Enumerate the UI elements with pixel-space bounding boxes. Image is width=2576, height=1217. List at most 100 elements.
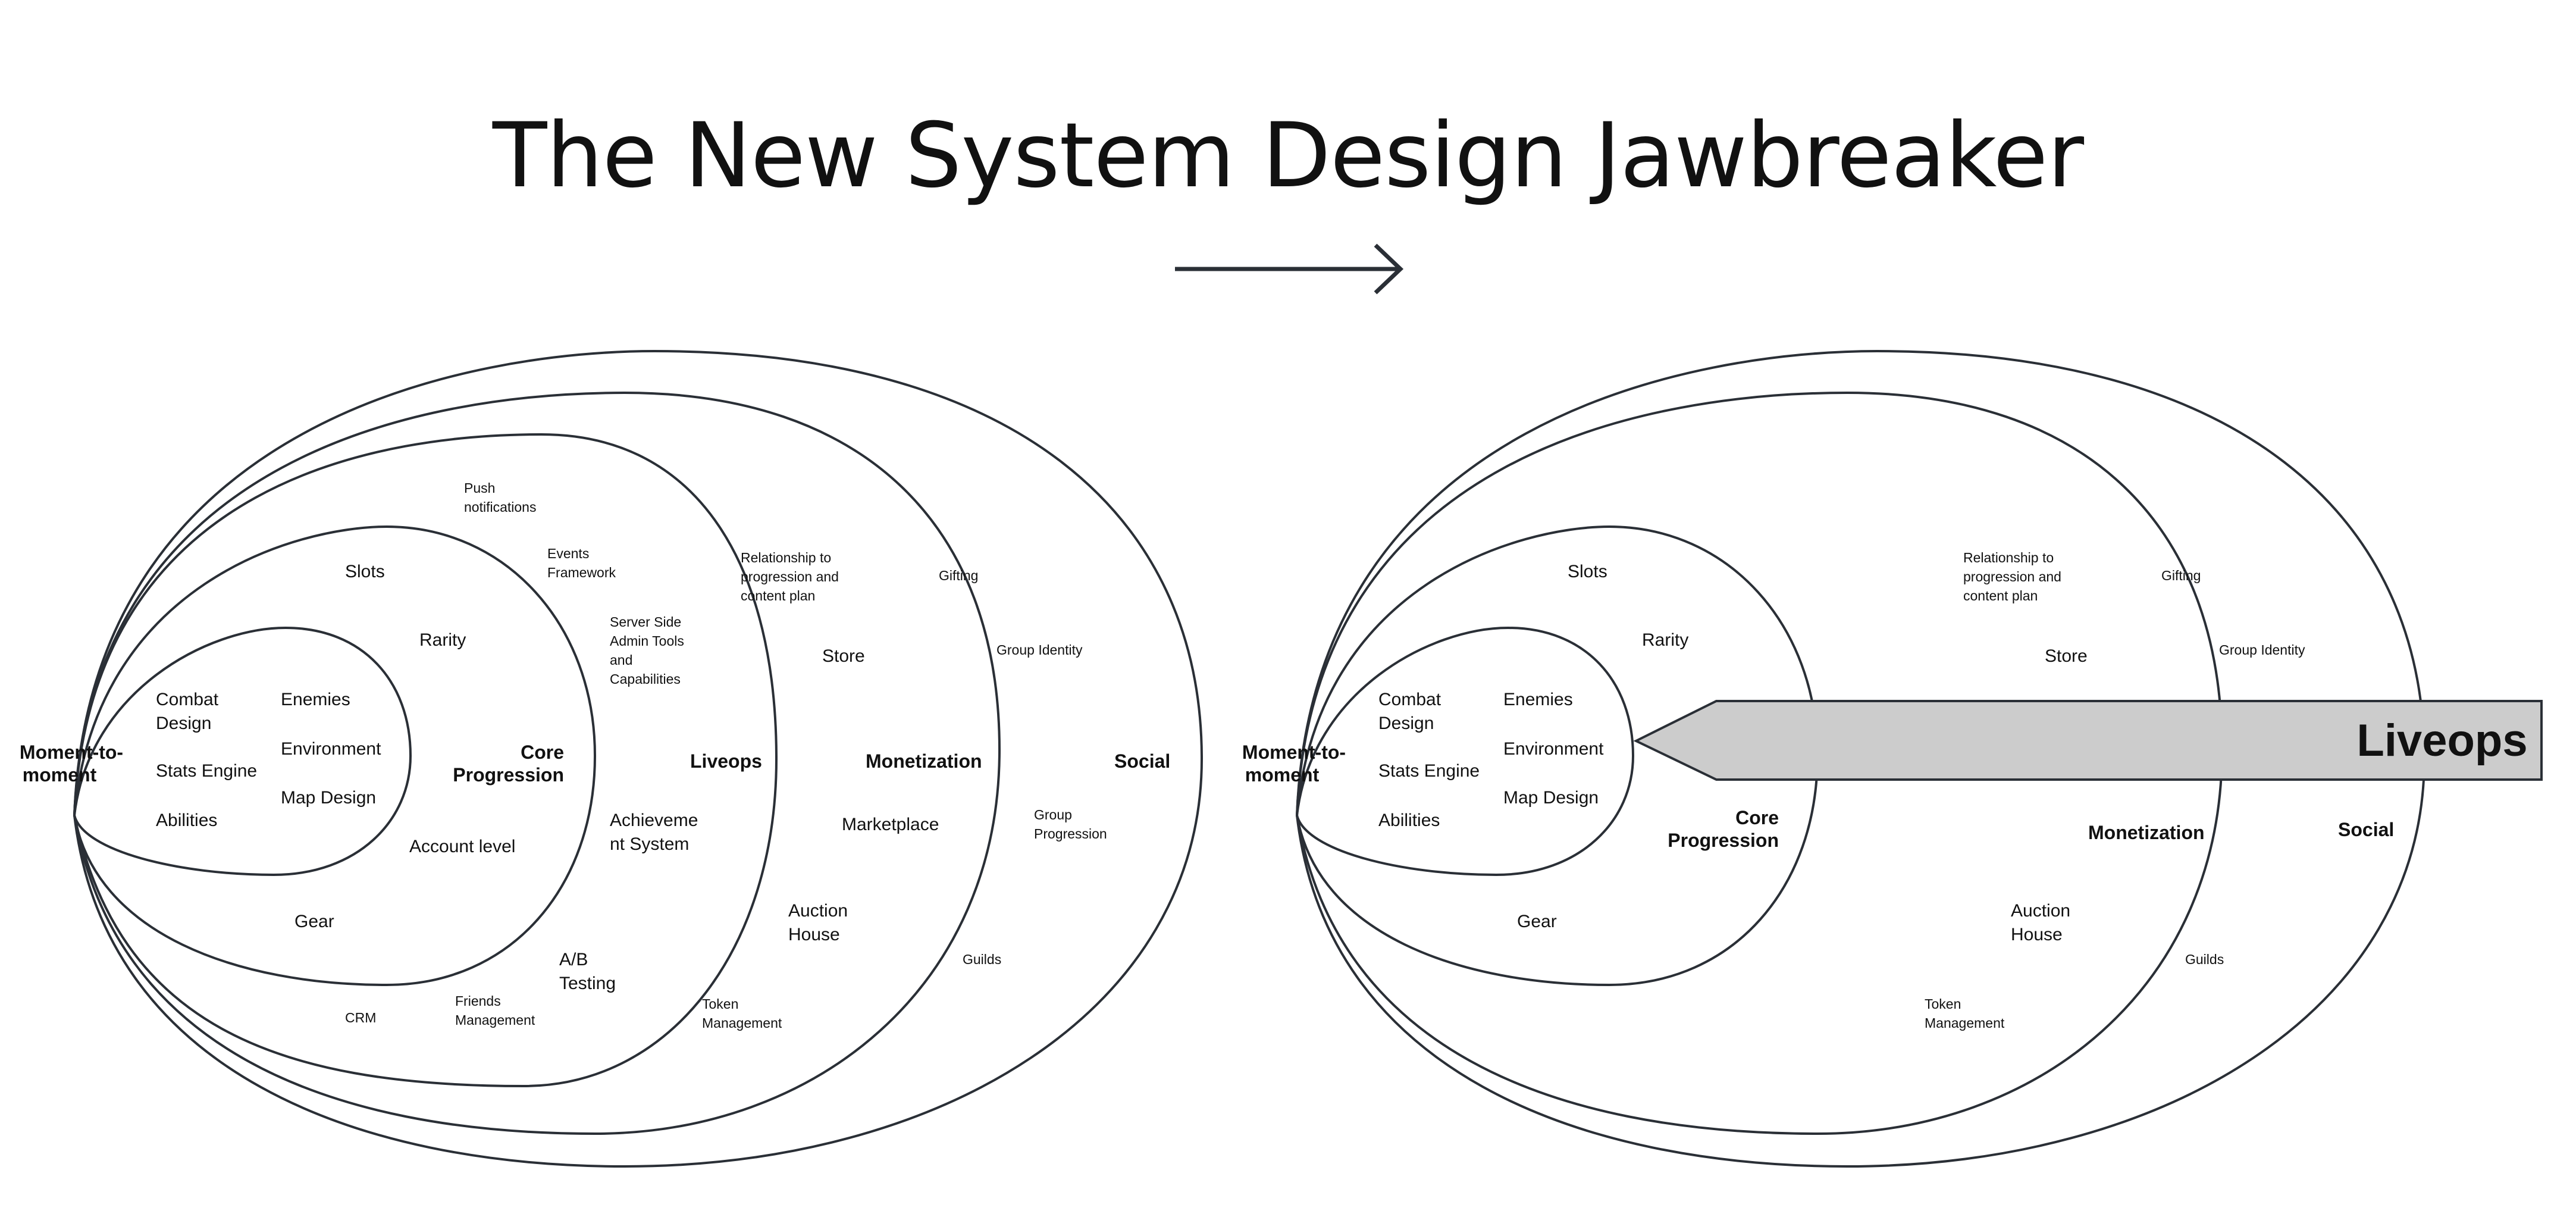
gear: Gear bbox=[1517, 912, 1557, 931]
events-framework: Framework bbox=[547, 565, 616, 580]
monetization-label: Monetization bbox=[866, 750, 982, 772]
relationship-progression: progression and bbox=[1963, 569, 2061, 584]
guilds: Guilds bbox=[2185, 952, 2224, 967]
core-label: Moment-to- bbox=[20, 742, 123, 763]
liveops-banner: Liveops bbox=[1633, 700, 2543, 781]
combat-design: Combat bbox=[1378, 690, 1441, 709]
achievement-system: Achieveme bbox=[610, 811, 698, 830]
ring-monetization bbox=[73, 391, 1001, 1135]
core-progression-label: Progression bbox=[1668, 830, 1779, 851]
social-label: Social bbox=[1114, 750, 1170, 772]
group-progression: Progression bbox=[1034, 826, 1107, 841]
rarity: Rarity bbox=[1642, 630, 1688, 650]
events-framework: Events bbox=[547, 546, 589, 561]
friends-management: Friends bbox=[455, 993, 501, 1009]
ab-testing: Testing bbox=[559, 974, 616, 993]
core-label: Moment-to- bbox=[1242, 742, 1346, 763]
crm: CRM bbox=[345, 1010, 376, 1025]
auction-house: Auction bbox=[2011, 901, 2070, 921]
abilities: Abilities bbox=[1378, 811, 1440, 830]
abilities: Abilities bbox=[156, 811, 217, 830]
ring-social bbox=[73, 349, 1204, 1168]
friends-management: Management bbox=[455, 1012, 535, 1028]
achievement-system: nt System bbox=[610, 834, 689, 854]
server-admin-tools: Server Side bbox=[610, 614, 681, 630]
core-progression-label: Core bbox=[521, 742, 564, 763]
enemies: Enemies bbox=[1503, 690, 1573, 709]
core-progression-label: Progression bbox=[453, 764, 564, 786]
environment: Environment bbox=[281, 739, 381, 759]
relationship-progression: progression and bbox=[741, 569, 839, 584]
environment: Environment bbox=[1503, 739, 1604, 759]
group-identity: Group Identity bbox=[996, 642, 1083, 658]
relationship-progression: Relationship to bbox=[741, 550, 831, 565]
token-management: Token bbox=[702, 996, 738, 1012]
relationship-progression: content plan bbox=[1963, 588, 2038, 603]
gifting: Gifting bbox=[939, 568, 978, 583]
map-design: Map Design bbox=[281, 788, 376, 808]
left-rings bbox=[73, 349, 1204, 1168]
core-label: moment bbox=[23, 764, 97, 786]
token-management: Management bbox=[1925, 1015, 2005, 1031]
marketplace: Marketplace bbox=[842, 815, 939, 834]
ab-testing: A/B bbox=[559, 950, 588, 969]
stats-engine: Stats Engine bbox=[156, 761, 257, 781]
combat-design: Design bbox=[1378, 714, 1434, 733]
slots: Slots bbox=[1568, 562, 1607, 581]
store: Store bbox=[822, 646, 865, 666]
token-management: Token bbox=[1925, 996, 1961, 1012]
token-management: Management bbox=[702, 1015, 782, 1031]
stats-engine: Stats Engine bbox=[1378, 761, 1480, 781]
store: Store bbox=[2045, 646, 2088, 666]
liveops-label: Liveops bbox=[690, 750, 762, 772]
slots: Slots bbox=[345, 562, 385, 581]
ring-moment bbox=[73, 626, 412, 877]
server-admin-tools: Capabilities bbox=[610, 671, 681, 687]
gear: Gear bbox=[294, 912, 334, 931]
map-design: Map Design bbox=[1503, 788, 1599, 808]
transition-arrow bbox=[1175, 243, 1404, 295]
guilds: Guilds bbox=[963, 952, 1001, 967]
social-label: Social bbox=[2338, 819, 2394, 840]
liveops-banner-label: Liveops bbox=[2356, 715, 2527, 766]
server-admin-tools: and bbox=[610, 652, 632, 668]
group-progression: Group bbox=[1034, 807, 1072, 822]
ring-liveops bbox=[73, 433, 778, 1088]
auction-house: Auction bbox=[788, 901, 848, 921]
ring-moment-right bbox=[1295, 626, 1635, 877]
combat-design: Combat bbox=[156, 690, 219, 709]
push-notifications: notifications bbox=[464, 499, 536, 515]
combat-design: Design bbox=[156, 714, 211, 733]
ring-core-progression bbox=[73, 525, 597, 987]
group-identity: Group Identity bbox=[2219, 642, 2305, 658]
rarity: Rarity bbox=[419, 630, 466, 650]
enemies: Enemies bbox=[281, 690, 350, 709]
svg-text:Moment-to-moment: Moment-to-moment bbox=[1242, 742, 1346, 786]
svg-text:Moment-to-moment: Moment-to-moment bbox=[20, 742, 123, 786]
server-admin-tools: Admin Tools bbox=[610, 633, 684, 649]
auction-house: House bbox=[2011, 925, 2063, 944]
core-label: moment bbox=[1245, 764, 1320, 786]
page-title: The New System Design Jawbreaker bbox=[492, 104, 2084, 208]
relationship-progression: content plan bbox=[741, 588, 815, 603]
push-notifications: Push bbox=[464, 480, 495, 496]
relationship-progression: Relationship to bbox=[1963, 550, 2054, 565]
